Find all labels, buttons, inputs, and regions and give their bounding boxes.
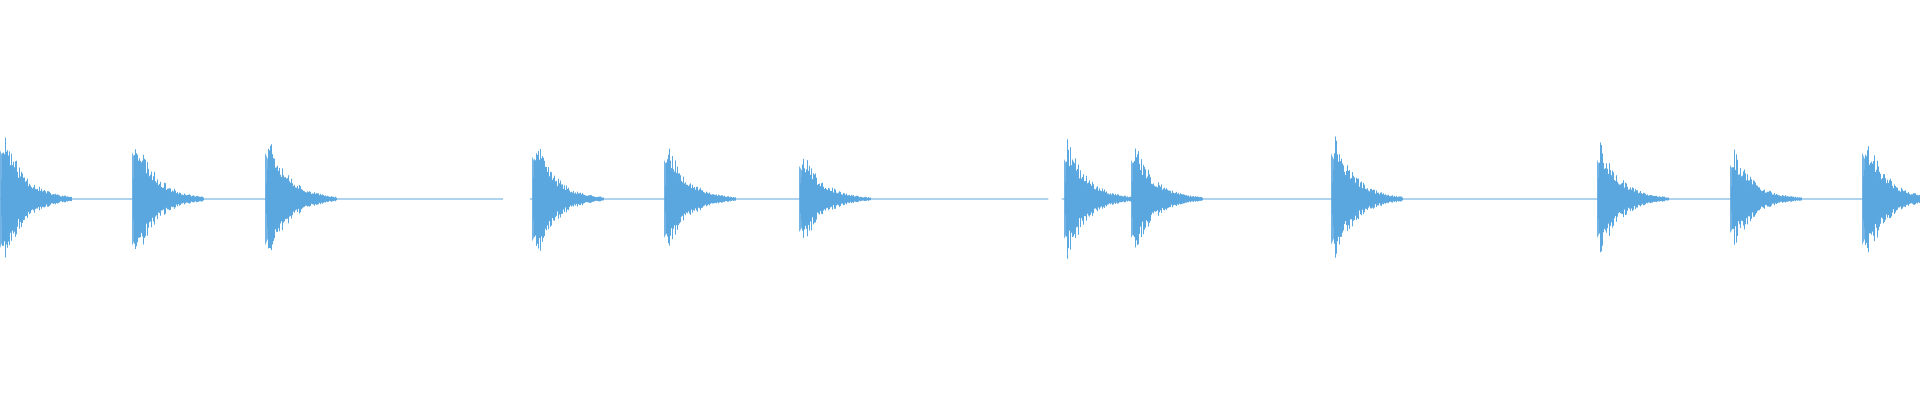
waveform-hit-body: [1331, 153, 1391, 245]
waveform-hit: [799, 158, 871, 238]
waveform-hit-body: [1862, 152, 1920, 246]
waveform-hit: [265, 144, 337, 251]
waveform-hit: [664, 148, 736, 246]
waveform-hit: [1064, 139, 1136, 259]
waveform-hit-body: [1131, 159, 1191, 239]
waveform-hit-body: [1064, 158, 1124, 240]
waveform-hit-body: [1730, 164, 1790, 234]
waveform-hit-body: [664, 159, 724, 239]
waveform-hit-body: [0, 150, 60, 248]
waveform-gap: [503, 197, 530, 201]
waveform-hit-body: [799, 165, 859, 233]
waveform-hit: [132, 149, 204, 249]
waveform-hit: [1597, 142, 1669, 253]
waveform-hits: [0, 136, 1920, 259]
waveform-hit: [1730, 149, 1802, 245]
waveform-gap: [1048, 197, 1062, 201]
waveform-hit: [1862, 146, 1920, 253]
waveform-hit: [1331, 136, 1403, 258]
waveform-hit-body: [532, 156, 592, 242]
waveform-hit-body: [1597, 159, 1657, 239]
waveform-hit: [1131, 148, 1203, 248]
waveform-hit-body: [265, 152, 325, 246]
waveform-hit-body: [132, 152, 192, 246]
waveform-hit: [532, 148, 604, 251]
waveform-hit: [0, 137, 72, 258]
